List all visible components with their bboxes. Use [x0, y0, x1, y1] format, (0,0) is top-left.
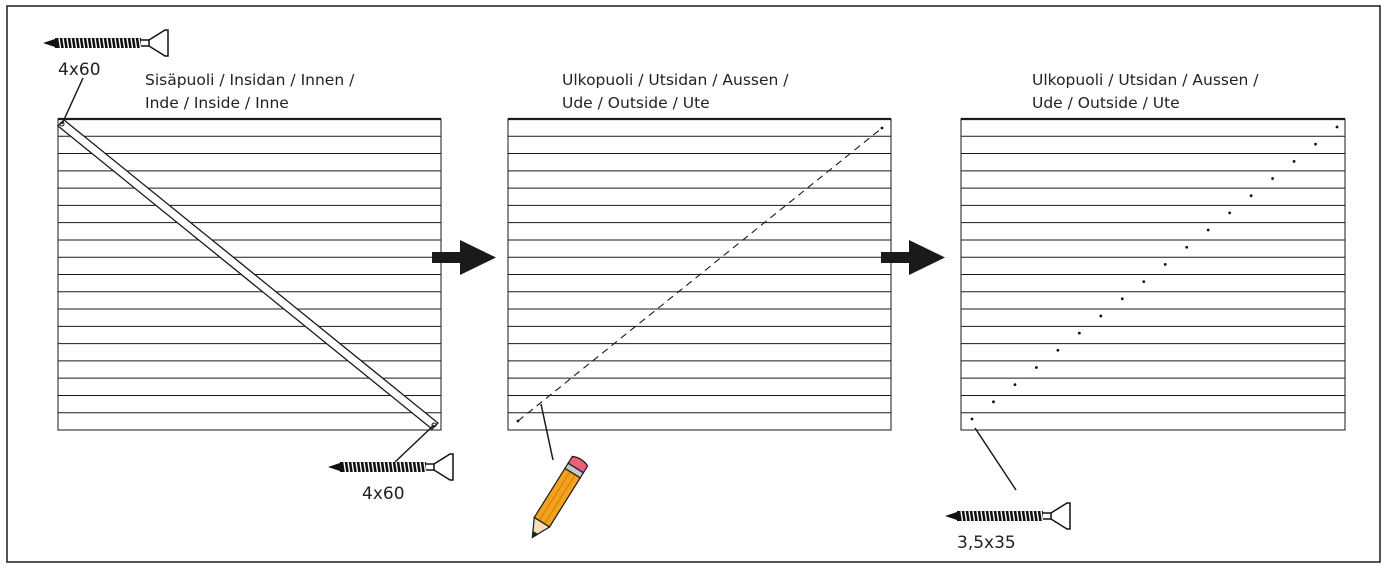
- pencil-icon: [531, 455, 589, 539]
- screw-point: [1163, 263, 1167, 266]
- small-screw-leader: [974, 427, 1017, 491]
- screw-point: [1271, 177, 1274, 180]
- arrow-right-icon: [881, 240, 945, 275]
- screw-point: [1013, 383, 1017, 387]
- panel-3-caption-line-1: Ulkopuoli / Utsidan / Aussen /: [1032, 71, 1259, 89]
- screw-point: [1035, 366, 1038, 369]
- screw-point: [1249, 194, 1253, 198]
- screw-point: [1314, 142, 1317, 146]
- screw-point: [1228, 211, 1232, 215]
- screw-leader-bottom: [394, 424, 435, 463]
- panel-1-caption-line-1: Sisäpuoli / Insidan / Innen /: [145, 71, 355, 89]
- screw-point: [1292, 159, 1296, 163]
- panel-2-boards: [507, 117, 892, 431]
- screw-point: [1142, 280, 1146, 283]
- marking-point: [880, 126, 884, 130]
- arrow-right-icon: [432, 240, 496, 275]
- panel-2-caption-line-1: Ulkopuoli / Utsidan / Aussen /: [562, 71, 789, 89]
- marking-dashed-line: [517, 127, 883, 422]
- panel-3-boards: [960, 117, 1346, 431]
- screw-icon: [327, 453, 454, 481]
- outer-frame: [6, 5, 1381, 563]
- screw-point: [1185, 245, 1189, 249]
- panel-1-boards: [57, 117, 442, 431]
- panel-1-caption-line-2: Inde / Inside / Inne: [145, 94, 289, 112]
- screw-bottom-label: 4x60: [362, 484, 405, 504]
- panel-3-caption-line-2: Ude / Outside / Ute: [1032, 94, 1180, 112]
- screw-icon: [944, 502, 1071, 530]
- screw-point: [992, 400, 995, 404]
- screw-point: [1077, 331, 1081, 335]
- small-screw-label: 3,5x35: [957, 533, 1016, 553]
- marking-point: [516, 419, 520, 423]
- panel-outside-marking: Ulkopuoli / Utsidan / Aussen / Ude / Out…: [507, 71, 892, 461]
- screw-point: [970, 417, 974, 421]
- screw-points: [970, 125, 1339, 421]
- screw-point: [1206, 228, 1210, 232]
- panel-2-caption-line-2: Ude / Outside / Ute: [562, 94, 710, 112]
- screw-point: [1099, 314, 1103, 318]
- pencil-leader: [540, 403, 554, 461]
- screw-point: [1120, 297, 1124, 301]
- screw-point: [1335, 125, 1339, 129]
- screw-top-label: 4x60: [58, 60, 101, 80]
- panel-outside-screwing: Ulkopuoli / Utsidan / Aussen / Ude / Out…: [960, 71, 1346, 491]
- screw-leader-top: [61, 77, 84, 125]
- screw-point: [1056, 348, 1060, 352]
- panel-inside: Sisäpuoli / Insidan / Innen / Inde / Ins…: [57, 71, 442, 463]
- screw-icon: [42, 29, 169, 57]
- diagonal-brace: [57, 119, 439, 430]
